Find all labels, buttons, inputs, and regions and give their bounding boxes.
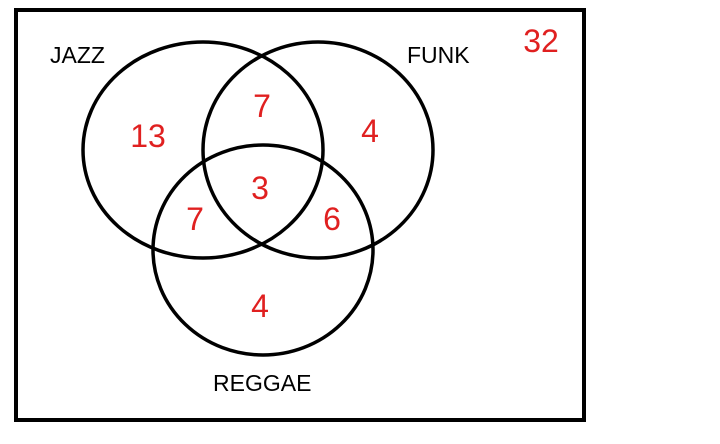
reggae-only-count: 4 bbox=[251, 288, 269, 324]
outside-count: 32 bbox=[523, 23, 559, 59]
funk-circle bbox=[201, 40, 435, 260]
funk-label: FUNK bbox=[407, 42, 470, 68]
funk-reggae-count: 6 bbox=[323, 201, 341, 237]
jazz-circle bbox=[81, 40, 325, 260]
all-three-count: 3 bbox=[251, 170, 269, 206]
jazz-only-count: 13 bbox=[130, 118, 166, 154]
jazz-label: JAZZ bbox=[50, 42, 105, 68]
funk-only-count: 4 bbox=[361, 113, 379, 149]
universe-rectangle bbox=[14, 8, 586, 422]
jazz-reggae-count: 7 bbox=[186, 201, 204, 237]
reggae-circle bbox=[151, 143, 375, 357]
reggae-label: REGGAE bbox=[213, 370, 311, 396]
jazz-funk-count: 7 bbox=[253, 88, 271, 124]
